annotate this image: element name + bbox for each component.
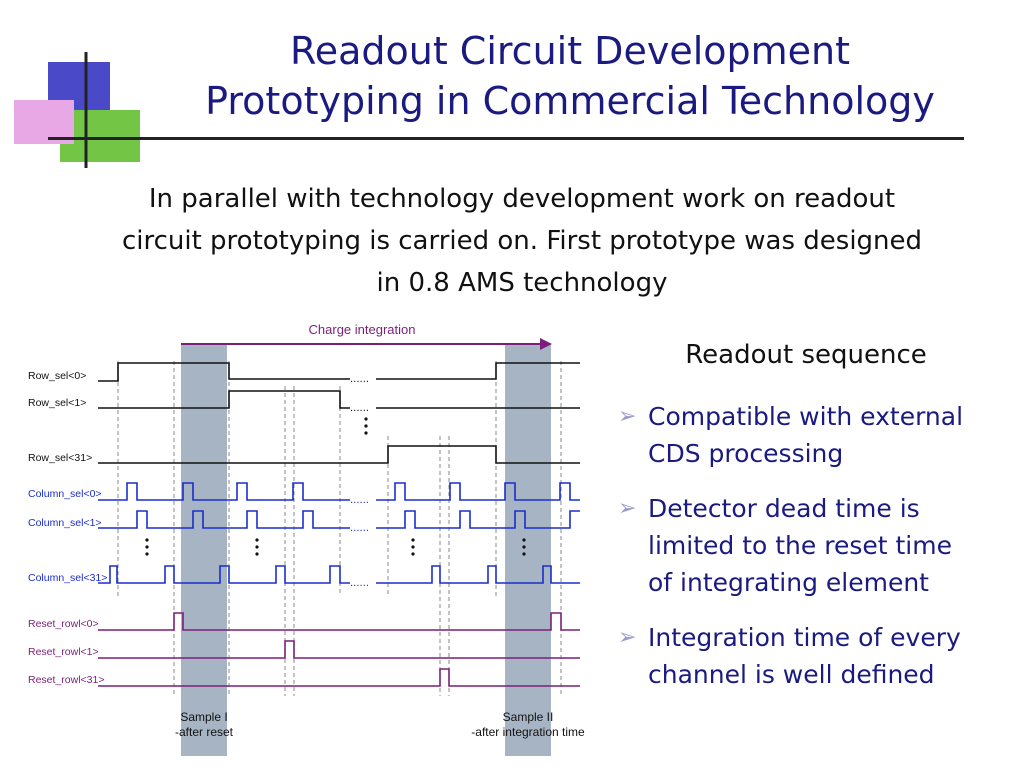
ellipsis-mark: ......: [350, 578, 369, 589]
bullet-line: limited to the reset time: [648, 531, 952, 560]
sample1-label: Sample I: [180, 710, 227, 724]
signal-label: Reset_rowl<0>: [28, 618, 99, 630]
waveform-reset-1: [98, 640, 580, 659]
bullet-line: channel is well defined: [648, 660, 935, 689]
intro-line: In parallel with technology development …: [148, 184, 896, 214]
logo-pink-square: [14, 100, 74, 144]
title-line: Readout Circuit Development: [290, 29, 850, 73]
sample2-label: Sample II: [503, 710, 554, 724]
waveform-col-sel-1-b: [376, 510, 580, 529]
bullet-arrow-icon: ➢: [618, 404, 637, 429]
signal-label: Reset_rowl<31>: [28, 674, 104, 686]
waveform-col-sel-31-b: [376, 565, 580, 584]
ellipsis-mark: ......: [350, 403, 369, 414]
waveform-reset-31: [98, 668, 580, 687]
ellipsis-mark: ......: [350, 495, 369, 506]
signal-label: Column_sel<31>: [28, 572, 107, 584]
waveform-col-sel-0: [98, 482, 350, 501]
decorative-logo: [14, 52, 140, 168]
bullet-arrow-icon: ➢: [618, 496, 637, 521]
waveform-col-sel-0-b: [376, 482, 580, 501]
signal-label: Row_sel<31>: [28, 452, 92, 464]
title-divider: [48, 137, 964, 140]
ellipsis-mark: ......: [350, 523, 369, 534]
waveform-reset-0: [98, 612, 580, 631]
sample2-shade: [505, 343, 551, 756]
integration-arrow-head: [540, 338, 552, 350]
signal-label: Column_sel<1>: [28, 517, 102, 529]
waveform-row-sel-31: [98, 445, 580, 464]
signal-label: Row_sel<1>: [28, 397, 86, 409]
bullet-item: ➢ Detector dead time is limited to the r…: [618, 490, 1013, 601]
timing-diagram: Charge integration Row_sel<0> Row_sel<1>…: [28, 322, 585, 756]
arrow-label: Charge integration: [309, 322, 416, 337]
waveform-row-sel-1: [98, 390, 350, 409]
bullet-list: ➢ Compatible with external CDS processin…: [618, 398, 1013, 711]
vertical-ellipses: [145, 538, 526, 556]
signal-label: Reset_rowl<1>: [28, 646, 99, 658]
bullet-line: of integrating element: [648, 568, 929, 597]
intro-line: in 0.8 AMS technology: [376, 268, 668, 298]
waveform-col-sel-31: [98, 565, 350, 584]
intro-line: circuit prototyping is carried on. First…: [121, 226, 923, 256]
waveform-col-sel-1: [98, 510, 350, 529]
bullet-line: Detector dead time is: [648, 494, 920, 523]
ellipsis-mark: ......: [350, 374, 369, 385]
bullet-line: Integration time of every: [648, 623, 961, 652]
signal-label: Column_sel<0>: [28, 488, 102, 500]
bullet-line: Compatible with external: [648, 402, 964, 431]
bullet-line: CDS processing: [648, 439, 844, 468]
bullet-item: ➢ Integration time of every channel is w…: [618, 619, 1013, 693]
bullet-arrow-icon: ➢: [618, 625, 637, 650]
sample1-sublabel: -after reset: [175, 725, 234, 739]
sequence-title: Readout sequence: [685, 340, 927, 370]
waveform-row-sel-0-b: [376, 362, 580, 380]
title-line: Prototyping in Commercial Technology: [205, 79, 935, 123]
sample2-sublabel: -after integration time: [471, 725, 585, 739]
slide-title: Readout Circuit Development Prototyping …: [150, 26, 990, 126]
signal-label: Row_sel<0>: [28, 370, 86, 382]
bullet-item: ➢ Compatible with external CDS processin…: [618, 398, 1013, 472]
intro-paragraph: In parallel with technology development …: [40, 178, 1004, 304]
sample1-shade: [181, 343, 227, 756]
waveform-row-sel-0: [98, 362, 350, 382]
